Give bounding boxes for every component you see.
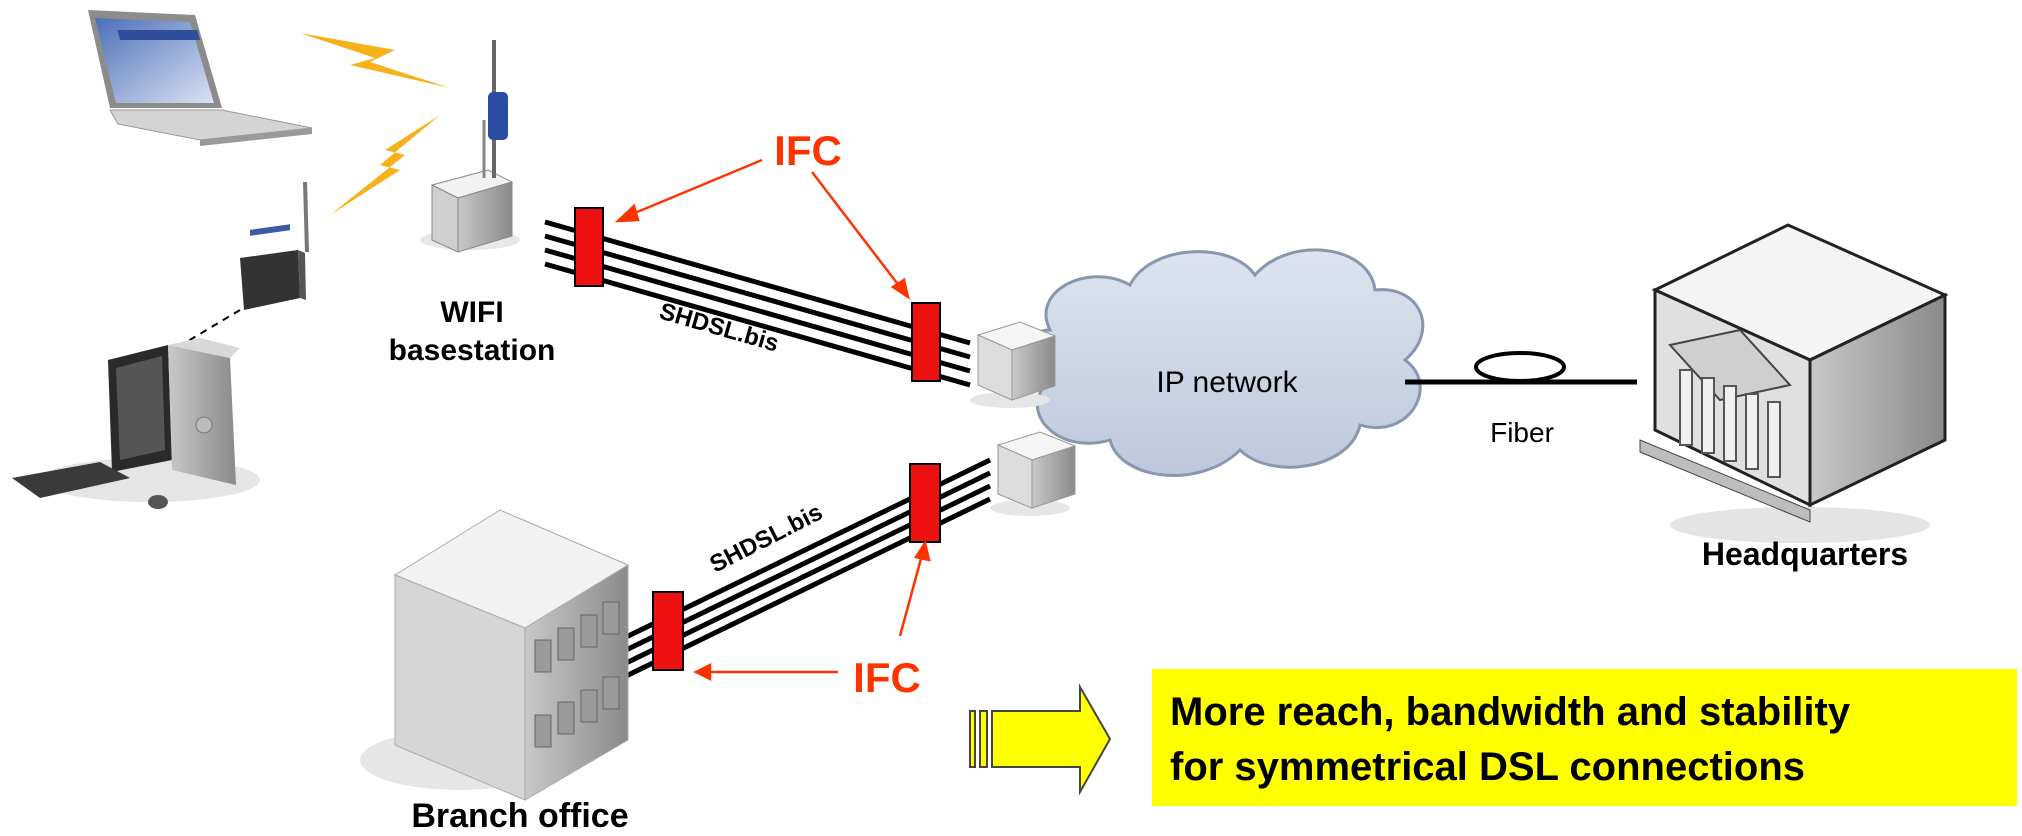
wifi-basestation-label-line2: basestation	[389, 334, 556, 367]
laptop-icon	[88, 10, 313, 146]
upper-edge-server	[970, 321, 1057, 408]
lower-edge-server	[990, 431, 1077, 516]
ifc-block-upper-left	[574, 207, 604, 287]
office-building-icon	[360, 509, 630, 801]
wifi-router-icon	[240, 181, 309, 310]
ifc-label-upper: IFC	[774, 127, 842, 174]
callout-line2: for symmetrical DSL connections	[1170, 745, 1805, 789]
ifc-pointer-arrows	[614, 158, 931, 682]
server-icon	[970, 321, 1077, 516]
wifi-basestation-icon	[420, 40, 520, 253]
upper-shdsl-lines	[544, 219, 971, 388]
ip-network-label: IP network	[1156, 366, 1298, 399]
callout-line1: More reach, bandwidth and stability	[1170, 690, 1851, 734]
ifc-block-lower-left	[652, 591, 684, 671]
lightning-icon	[300, 33, 450, 215]
arrow-right-icon	[969, 683, 1112, 796]
upper-shdsl-label: SHDSL.bis	[656, 298, 781, 358]
branch-office-label: Branch office	[411, 797, 628, 835]
headquarters-building-icon	[1639, 223, 1949, 543]
desktop-pc-icon	[12, 338, 260, 509]
ifc-blocks	[574, 207, 941, 671]
wifi-basestation-label-line1: WIFI	[440, 296, 503, 329]
ifc-label-lower: IFC	[853, 654, 921, 701]
fiber-link	[1405, 351, 1637, 385]
ifc-block-lower-right	[909, 463, 941, 543]
headquarters-label: Headquarters	[1702, 536, 1908, 572]
cloud-icon	[1021, 248, 1425, 477]
conclusion-callout: More reach, bandwidth and stability for …	[1152, 669, 2017, 806]
fiber-label: Fiber	[1490, 417, 1554, 448]
ifc-block-upper-right	[911, 302, 941, 382]
antenna-icon	[482, 40, 508, 178]
